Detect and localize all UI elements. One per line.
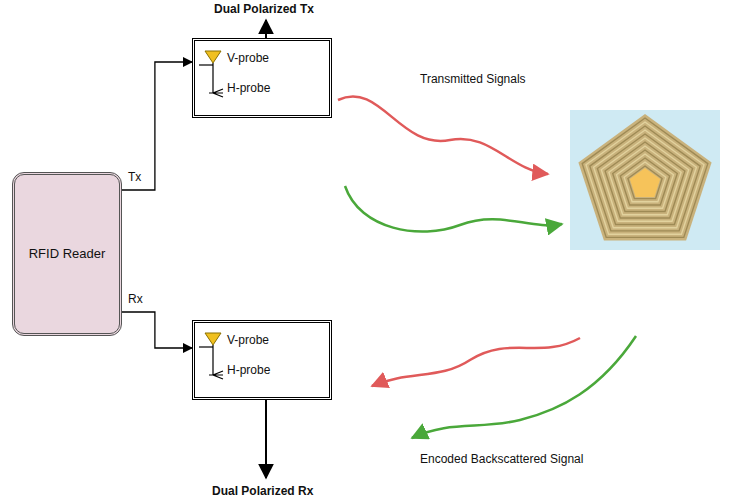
output-arrow [265, 20, 267, 38]
signal-label: Transmitted Signals [418, 72, 528, 86]
tag-stripe [590, 126, 700, 231]
feed-line [199, 64, 213, 65]
backscatter-wave [412, 336, 636, 438]
v-probe-symbol [205, 333, 221, 345]
transmitted-wave [338, 96, 548, 174]
port-label: Rx [126, 292, 145, 306]
output-arrow [265, 400, 267, 478]
reader-box: RFID Reader [12, 172, 122, 336]
antenna-box: V-probeH-probe [192, 38, 332, 118]
probe-label: V-probe [227, 51, 321, 65]
tag-stripe [582, 118, 708, 237]
transmitted-wave [345, 186, 562, 232]
tag-stripe [628, 166, 662, 199]
probe-label: V-probe [227, 333, 321, 347]
h-probe-symbol [209, 345, 223, 379]
signal-label: Encoded Backscattered Signal [418, 452, 585, 466]
tag-stripe [594, 130, 697, 228]
tag-stripe [601, 138, 688, 221]
tag-stripe [586, 122, 704, 234]
port-label: Tx [126, 170, 143, 184]
tag-stripe [617, 154, 674, 208]
output-label: Dual Polarized Tx [212, 2, 316, 16]
signal-wire [122, 312, 192, 348]
output-label: Dual Polarized Rx [210, 484, 315, 498]
reader-label: RFID Reader [29, 247, 106, 261]
h-probe-symbol [209, 63, 223, 97]
antenna-box: V-probeH-probe [192, 320, 332, 400]
tag-stripe [597, 134, 692, 225]
tag-stripe [613, 150, 678, 212]
tag-stripe [624, 162, 666, 202]
tag-body [578, 114, 711, 241]
probe-label: H-probe [227, 81, 321, 95]
tag-stripe [620, 158, 669, 205]
v-probe-symbol [205, 51, 221, 63]
backscatter-wave [372, 338, 580, 386]
probe-label: H-probe [227, 363, 321, 377]
signal-wire [122, 62, 192, 190]
feed-line [199, 346, 213, 347]
tag-chip [630, 168, 660, 197]
tag-stripe [605, 142, 685, 218]
rfid-tag [578, 114, 711, 241]
tag-stripe [609, 146, 681, 215]
tag-background [570, 110, 720, 250]
